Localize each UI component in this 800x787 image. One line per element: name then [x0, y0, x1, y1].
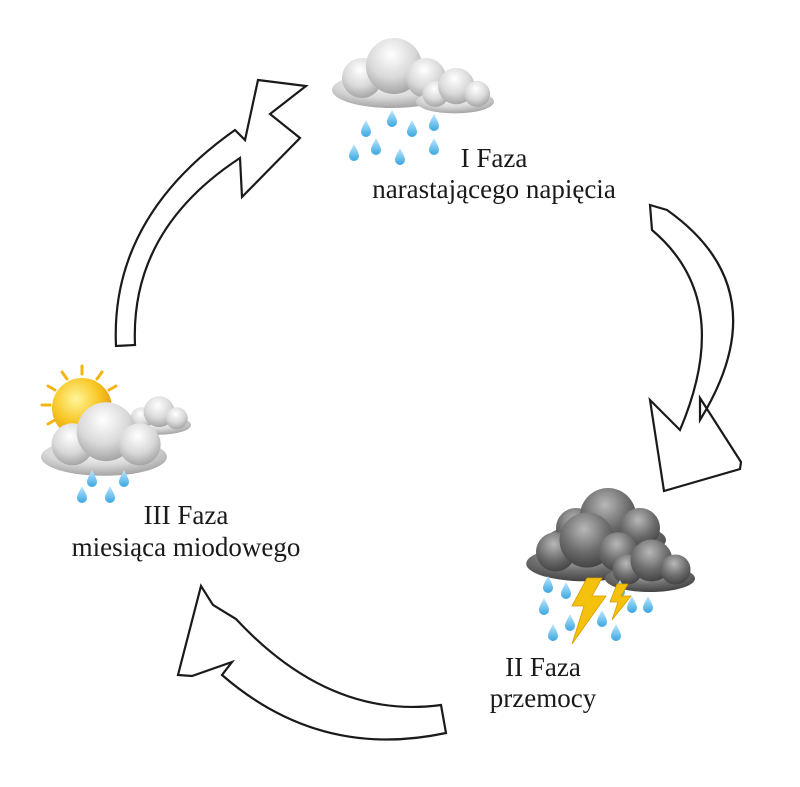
phase-3-name: miesiąca miodowego — [72, 532, 301, 562]
phase-2-title: II Faza — [505, 652, 581, 682]
lightning-bolt-icon — [571, 577, 632, 645]
phase-1-title: I Faza — [461, 143, 528, 173]
phase-2-label: II Faza przemocy — [490, 652, 597, 713]
phase-3-label: III Faza miesiąca miodowego — [72, 500, 301, 562]
phase-3-title: III Faza — [144, 500, 229, 530]
arrow-phase-3-to-1 — [114, 78, 309, 348]
arrow-phase-1-to-2 — [648, 203, 743, 493]
thunderstorm-icon — [526, 488, 695, 645]
arrow-phase-2-to-3 — [176, 583, 448, 741]
sun-cloud-rain-icon — [40, 364, 191, 503]
phase-2-name: przemocy — [490, 683, 597, 713]
phase-1-label: I Faza narastającego napięcia — [372, 143, 616, 204]
phase-1-name: narastającego napięcia — [372, 174, 616, 204]
